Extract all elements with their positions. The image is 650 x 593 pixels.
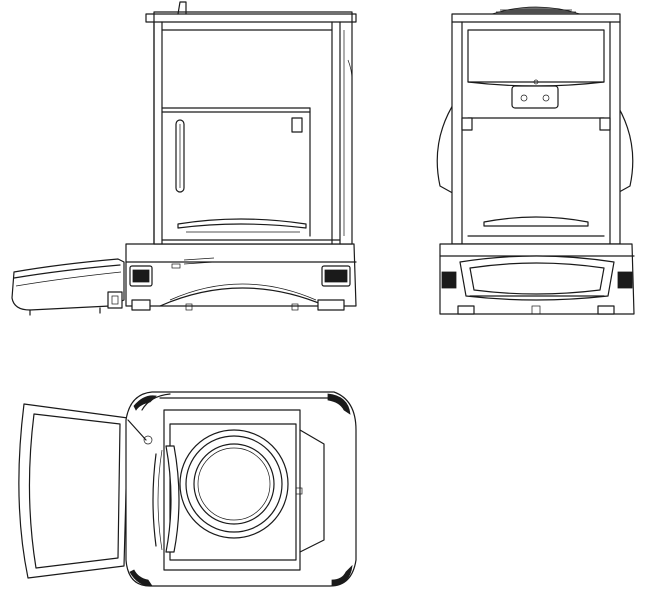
side-view: [11, 1, 357, 316]
top-display-terminal: [18, 403, 129, 579]
top-weighing-pan: [193, 443, 275, 525]
front-view: [436, 6, 635, 315]
front-base-bezel: [459, 255, 615, 301]
top-weighing-pan-ring: [179, 429, 289, 539]
front-rear-display: [511, 85, 559, 109]
side-base: [125, 243, 357, 311]
side-display-terminal: [11, 258, 125, 316]
top-view: [18, 391, 357, 587]
side-draft-shield: [145, 1, 357, 245]
